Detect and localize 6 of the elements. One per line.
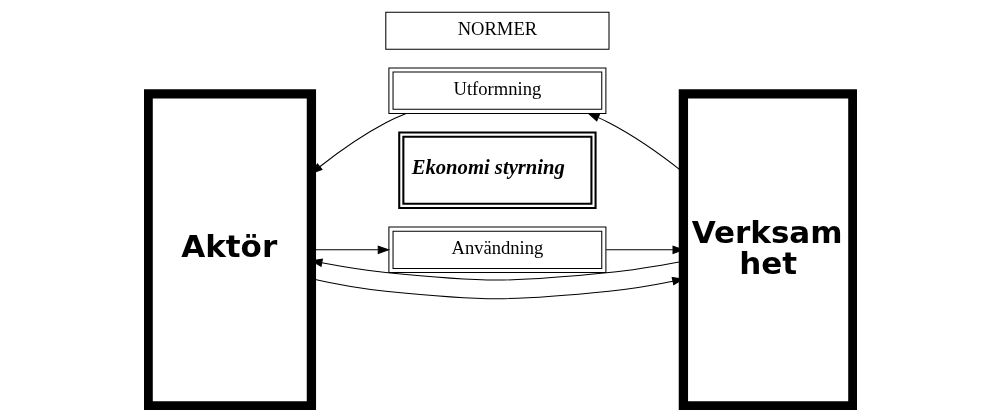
node-box: Ekonomi styrning (398, 131, 597, 209)
node-box: NORMER (385, 11, 610, 50)
node-box: Användning (388, 226, 607, 274)
node-box: Aktör (144, 89, 317, 410)
node-box: Utformning (388, 67, 607, 114)
node-box: Verksam het (678, 89, 857, 410)
